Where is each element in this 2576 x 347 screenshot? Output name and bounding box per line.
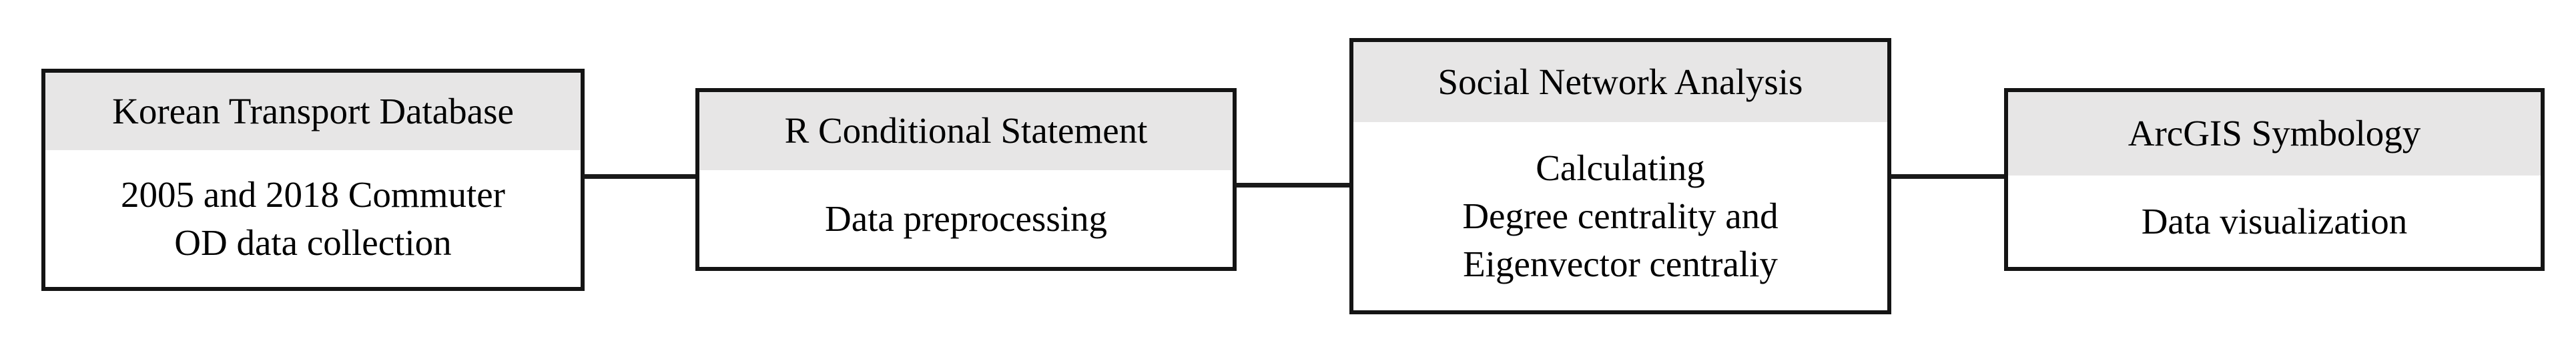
connector-box1-box2	[583, 174, 697, 179]
box-header-arcgis-symbology: ArcGIS Symbology	[2008, 92, 2541, 176]
box-title: Korean Transport Database	[112, 90, 514, 131]
flow-box-social-network-analysis: Social Network Analysis Calculating Degr…	[1349, 38, 1891, 314]
box-body-text: 2005 and 2018 Commuter OD data collectio…	[121, 174, 505, 263]
box-body-data-visualization: Data visualization	[2008, 176, 2541, 267]
connector-box2-box3	[1235, 183, 1351, 188]
box-body-od-data-collection: 2005 and 2018 Commuter OD data collectio…	[45, 150, 581, 287]
box-body-centrality-calculation: Calculating Degree centrality and Eigenv…	[1353, 122, 1887, 310]
box-header-r-conditional-statement: R Conditional Statement	[699, 92, 1233, 170]
box-title: Social Network Analysis	[1437, 61, 1803, 102]
flow-box-korean-transport-database: Korean Transport Database 2005 and 2018 …	[41, 69, 585, 291]
box-body-data-preprocessing: Data preprocessing	[699, 170, 1233, 267]
connector-box3-box4	[1890, 174, 2005, 179]
box-body-text: Data visualization	[2141, 200, 2408, 242]
flow-box-arcgis-symbology: ArcGIS Symbology Data visualization	[2004, 88, 2545, 271]
box-header-korean-transport-database: Korean Transport Database	[45, 73, 581, 150]
box-title: ArcGIS Symbology	[2128, 113, 2421, 154]
flow-box-r-conditional-statement: R Conditional Statement Data preprocessi…	[695, 88, 1237, 271]
box-header-social-network-analysis: Social Network Analysis	[1353, 42, 1887, 122]
box-body-text: Calculating Degree centrality and Eigenv…	[1462, 147, 1779, 284]
box-body-text: Data preprocessing	[824, 198, 1108, 239]
box-title: R Conditional Statement	[784, 110, 1148, 151]
